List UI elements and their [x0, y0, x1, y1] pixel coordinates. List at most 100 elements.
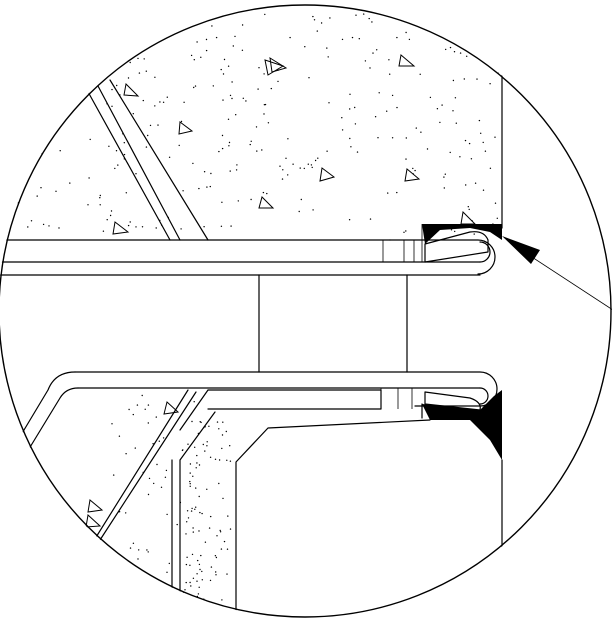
stipple-dot [195, 467, 197, 469]
stipple-dot [320, 22, 323, 24]
stipple-dot [466, 55, 468, 57]
stipple-dot [414, 169, 416, 172]
stipple-dot [11, 211, 14, 214]
stipple-dot [444, 173, 446, 175]
stipple-dot [185, 581, 187, 584]
stipple-dot [355, 14, 357, 16]
stipple-dot [223, 540, 226, 543]
stipple-dot [183, 101, 185, 104]
stipple-dot [221, 599, 223, 601]
stipple-dot [203, 171, 206, 173]
stipple-dot [106, 219, 108, 221]
stipple-dot [109, 214, 112, 217]
stipple-dot [154, 105, 156, 107]
stipple-dot [198, 187, 200, 190]
stipple-dot [191, 507, 193, 510]
stipple-dot [263, 113, 265, 115]
stipple-dot [443, 187, 445, 189]
stipple-dot [178, 144, 180, 147]
stipple-dot [255, 126, 258, 128]
stipple-dot [148, 477, 151, 480]
stipple-dot [264, 103, 267, 106]
stipple-dot [350, 146, 352, 148]
stipple-dot [198, 530, 200, 532]
stipple-dot [220, 548, 223, 550]
aggregate-triangle [319, 167, 336, 182]
stipple-dot [166, 96, 168, 98]
aggregate-triangle [87, 499, 104, 513]
stipple-dot [242, 97, 244, 100]
leader-arrow [502, 236, 612, 311]
stipple-dot [141, 226, 144, 228]
stipple-dot [221, 147, 224, 150]
stipple-dot [201, 579, 203, 581]
stipple-dot [99, 194, 102, 197]
stipple-dot [474, 182, 477, 184]
stipple-dot [289, 36, 291, 39]
stipple-dot [249, 143, 251, 146]
aggregate-triangle [460, 210, 477, 225]
stipple-dot [189, 581, 191, 584]
stipple-dot [469, 7, 471, 10]
stipple-dot [354, 106, 356, 109]
stipple-dot [129, 221, 131, 223]
stipple-dot [328, 102, 330, 104]
stipple-dot [186, 521, 188, 523]
stipple-dot [168, 562, 170, 565]
stipple-dot [59, 150, 61, 152]
stipple-dot [197, 593, 200, 595]
stipple-dot [459, 52, 462, 54]
stipple-dot [208, 527, 211, 529]
stipple-dot [146, 549, 148, 551]
stipple-dot [369, 218, 372, 220]
stipple-dot [489, 83, 491, 85]
stipple-dot [266, 192, 268, 195]
stipple-dot [303, 167, 305, 170]
stipple-dot [197, 559, 199, 562]
stipple-dot [204, 541, 207, 543]
stipple-dot [356, 151, 359, 153]
aggregate-triangle [85, 514, 102, 528]
stipple-dot [452, 110, 454, 112]
stipple-dot [155, 227, 157, 229]
stipple-dot [210, 515, 212, 518]
stipple-dot [456, 7, 459, 9]
stipple-dot [453, 51, 456, 53]
stipple-dot [187, 443, 189, 445]
stipple-dot [176, 523, 178, 526]
stipple-dot [468, 142, 471, 145]
stipple-dot [60, 120, 62, 122]
stipple-dot [241, 24, 244, 26]
stipple-dot [198, 563, 201, 566]
stipple-dot [153, 482, 155, 485]
stipple-dot [389, 73, 391, 75]
stipple-dot [327, 56, 329, 58]
stipple-dot [108, 145, 110, 147]
stipple-dot [198, 586, 200, 588]
stipple-dot [454, 230, 456, 233]
stipple-dot [156, 463, 158, 466]
stipple-dot [87, 204, 89, 206]
stipple-dot [111, 88, 113, 91]
stipple-dot [187, 517, 190, 519]
stipple-dot [459, 156, 461, 158]
stipple-dot [160, 486, 163, 488]
stipple-dot [250, 140, 252, 142]
stipple-dot [270, 87, 272, 90]
stipple-dot [313, 19, 316, 21]
stipple-dot [372, 52, 374, 54]
stipple-dot [129, 547, 132, 549]
stipple-dot [285, 157, 287, 159]
stipple-dot [114, 167, 116, 170]
stipple-dot [89, 138, 91, 141]
stipple-dot [1, 208, 3, 211]
stipple-dot [221, 134, 224, 137]
stipple-dot [193, 59, 195, 61]
stipple-dot [341, 38, 344, 41]
stipple-dot [408, 38, 411, 41]
stipple-dot [205, 38, 208, 41]
stipple-dot [109, 588, 111, 590]
stipple-dot [182, 449, 184, 451]
stipple-dot [14, 171, 16, 173]
stipple-dot [456, 40, 459, 42]
